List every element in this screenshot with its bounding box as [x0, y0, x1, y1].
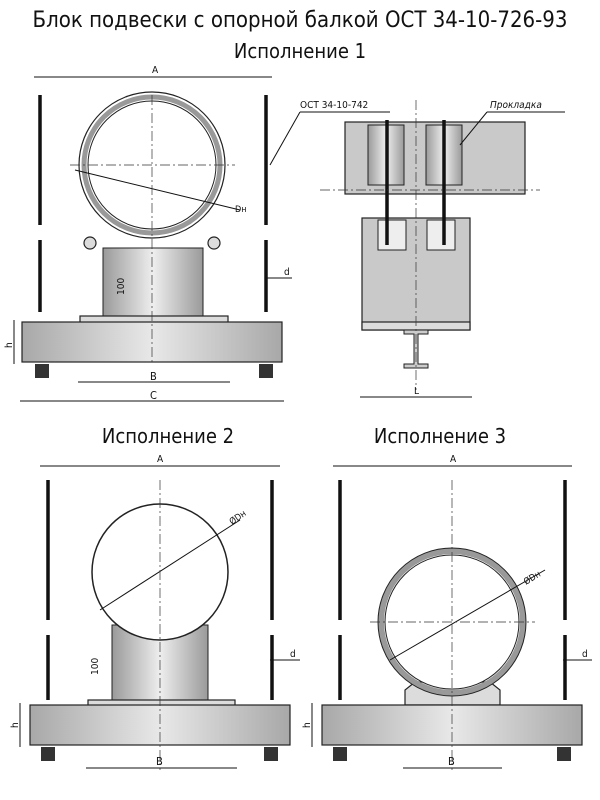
dim-dn-label: ØDн [522, 569, 543, 588]
dim-b-label: B [150, 370, 157, 383]
nut [259, 364, 273, 378]
dim-c-label: C [150, 389, 157, 402]
variant2-title: Исполнение 2 [102, 424, 234, 448]
dim-h-label: h [4, 342, 15, 348]
dim-dn-label: ØDн [227, 508, 248, 527]
dim-l-label: L [414, 386, 419, 397]
dim-b-label: B [448, 755, 455, 768]
dim-h-label: h [10, 722, 21, 728]
nut [35, 364, 49, 378]
dim-100-label: 100 [90, 658, 101, 675]
variant1-title: Исполнение 1 [234, 39, 366, 63]
dim-a-label: A [157, 454, 164, 465]
dim-h-label: h [302, 722, 313, 728]
dim-a-label: A [152, 65, 159, 76]
variant2-front-view: A ØDн 100 d h B [10, 454, 300, 770]
ref-label: ОСТ 34-10-742 [300, 100, 368, 111]
side-view: ОСТ 34-10-742 Прокладка L [269, 100, 565, 398]
dim-d-label: d [284, 267, 290, 278]
clamp-bolt [207, 236, 221, 250]
dim-100-label: 100 [116, 278, 127, 295]
dim-d-label: d [290, 649, 296, 660]
dim-d-label: d [582, 649, 588, 660]
dim-dn-label: Dн [235, 205, 247, 215]
dim-b-label: B [156, 755, 163, 768]
drawing-title: Блок подвески с опорной балкой ОСТ 34-10… [33, 8, 568, 33]
variant1-front-view: A Dн 100 d h B C [4, 65, 292, 402]
variant3-front-view: A ØDн d h B [302, 454, 592, 770]
variant3-title: Исполнение 3 [374, 424, 506, 448]
clamp-bolt [83, 236, 97, 250]
dim-a-label: A [450, 454, 457, 465]
support-column [102, 247, 204, 321]
dim-line-dn [74, 169, 241, 211]
pad-label: Прокладка [490, 100, 542, 111]
